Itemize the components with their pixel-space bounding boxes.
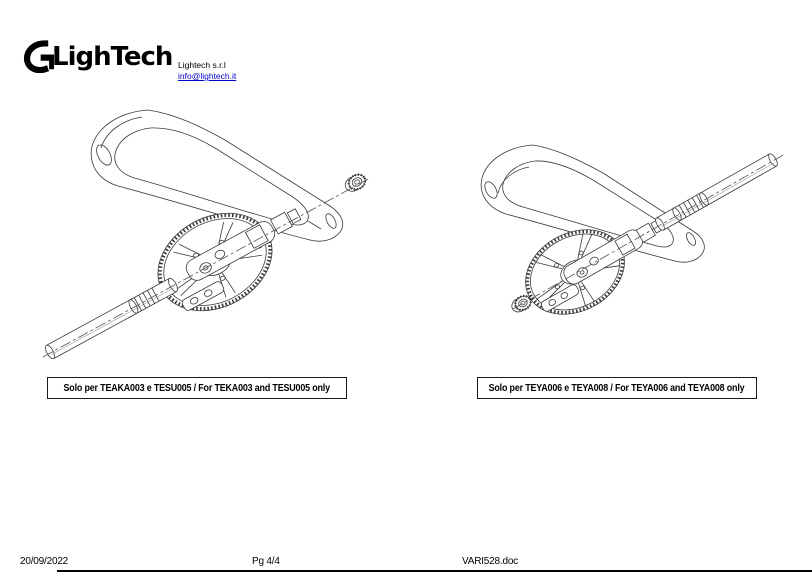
- swingarm: [90, 109, 344, 242]
- footer-date: 20/09/2022: [20, 556, 69, 567]
- swingarm-diagram-teya006-teya008: [480, 144, 786, 315]
- axle-rod: [655, 153, 778, 231]
- axle-rod: [45, 277, 178, 360]
- adjuster-plates: [540, 284, 580, 312]
- company-name: Lightech s.r.l: [178, 60, 226, 70]
- axle-nut: [344, 173, 367, 192]
- footer-page-number: Pg 4/4: [252, 556, 280, 567]
- adjuster-plates: [181, 281, 225, 311]
- footer-rule: [57, 570, 812, 572]
- email-link[interactable]: info@lightech.it: [178, 71, 237, 81]
- centerline: [512, 153, 786, 310]
- caption-left: Solo per TEAKA003 e TESU005 / For TEKA00…: [47, 377, 347, 399]
- centerline: [42, 178, 369, 358]
- chain-adjuster: [563, 218, 664, 285]
- lightech-logo-text: LighTech: [52, 42, 173, 72]
- caption-left-text: Solo per TEAKA003 e TESU005 / For TEKA00…: [63, 382, 331, 394]
- lightech-logo-icon: [23, 40, 54, 73]
- footer-document-name: VARI528.doc: [462, 556, 518, 567]
- chain-adjuster: [185, 208, 302, 281]
- caption-right-text: Solo per TEYA006 e TEYA008 / For TEYA006…: [489, 382, 745, 394]
- swingarm-diagram-teka003-tesu005: [42, 109, 369, 360]
- caption-right: Solo per TEYA006 e TEYA008 / For TEYA006…: [477, 377, 757, 399]
